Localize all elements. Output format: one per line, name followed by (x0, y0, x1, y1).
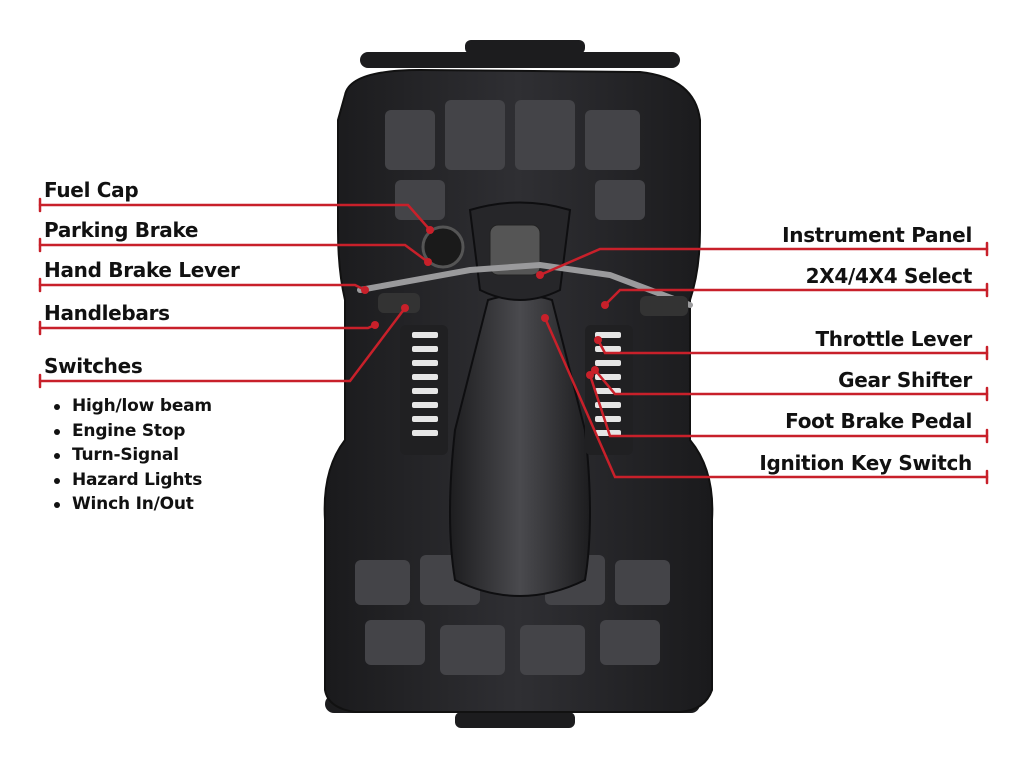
leader-instrument-panel (538, 247, 989, 277)
front-rack-bar-top (465, 40, 585, 54)
switch-item: Turn-Signal (52, 443, 212, 468)
label-hand-brake-lever: Hand Brake Lever (44, 258, 240, 282)
leader-gear-shifter (593, 368, 989, 396)
leader-handlebars (38, 323, 377, 330)
atv-illustration (323, 40, 714, 728)
label-handlebars: Handlebars (44, 301, 170, 325)
leader-ignition-key-switch (543, 316, 989, 479)
label-parking-brake: Parking Brake (44, 218, 199, 242)
label-ignition-key-switch: Ignition Key Switch (759, 451, 972, 475)
leader-foot-brake-pedal (588, 373, 989, 438)
left-grip (378, 293, 420, 313)
right-grip (640, 296, 688, 316)
front-rack-bar (360, 52, 680, 68)
label-switches: Switches (44, 354, 143, 378)
leader-switches (38, 306, 407, 383)
leader-hand-brake-lever (38, 283, 367, 292)
front-rack-grid (385, 100, 645, 220)
instrument-screen (489, 224, 541, 276)
label-instrument-panel: Instrument Panel (782, 223, 972, 247)
leader-throttle-lever (596, 338, 989, 355)
rear-rack-bar-bottom (455, 712, 575, 728)
label-foot-brake-pedal: Foot Brake Pedal (785, 409, 972, 433)
label-gear-shifter: Gear Shifter (838, 368, 972, 392)
switch-item: Winch In/Out (52, 492, 212, 517)
leader-fuel-cap (38, 203, 432, 232)
seat (449, 294, 591, 597)
fuel-cap (421, 225, 465, 269)
leader-parking-brake (38, 243, 430, 264)
switch-item: Hazard Lights (52, 468, 212, 493)
left-footrest (400, 325, 448, 455)
label-throttle-lever: Throttle Lever (815, 327, 972, 351)
leader-4x4-select (603, 288, 989, 307)
label-fuel-cap: Fuel Cap (44, 178, 139, 202)
target-dots (361, 226, 609, 379)
handlebars (357, 261, 693, 308)
switch-item: High/low beam (52, 394, 212, 419)
switches-list: High/low beam Engine Stop Turn-Signal Ha… (52, 394, 212, 517)
label-4x4-select: 2X4/4X4 Select (805, 264, 973, 288)
switch-item: Engine Stop (52, 419, 212, 444)
